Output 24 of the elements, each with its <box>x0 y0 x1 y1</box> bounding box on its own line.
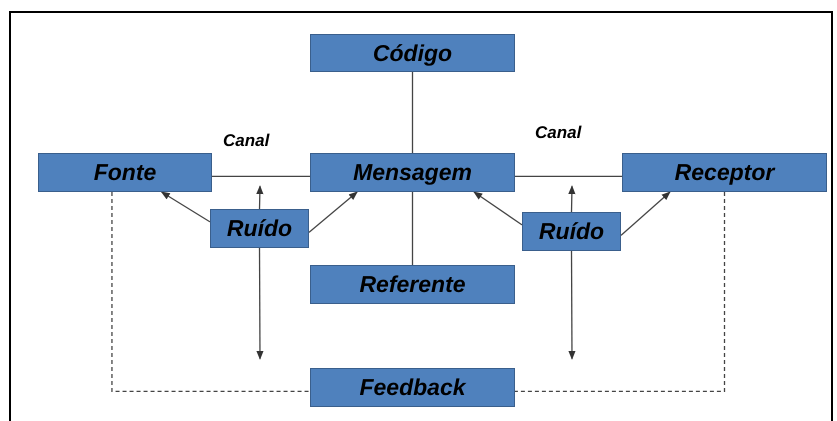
arrow <box>256 248 264 360</box>
connector-line <box>412 72 414 153</box>
concept-box: Ruído <box>210 209 309 248</box>
concept-box: Ruído <box>522 212 621 251</box>
connector-line <box>212 176 310 178</box>
dashed-connector <box>111 192 310 392</box>
channel-label: Canal <box>223 131 270 151</box>
concept-box: Receptor <box>622 153 827 192</box>
arrow <box>568 185 576 212</box>
concept-box: Referente <box>310 265 515 304</box>
arrow <box>308 191 358 233</box>
concept-box: Feedback <box>310 368 515 407</box>
connector-line <box>412 192 414 265</box>
concept-box: Código <box>310 34 515 72</box>
arrow <box>473 191 522 226</box>
concept-box: Fonte <box>38 153 212 192</box>
channel-label: Canal <box>535 123 582 143</box>
arrow <box>568 251 576 360</box>
concept-box: Mensagem <box>310 153 515 192</box>
arrow <box>256 185 264 210</box>
connector-line <box>515 176 622 178</box>
arrow <box>620 191 671 236</box>
arrow <box>160 191 210 222</box>
dashed-connector <box>515 192 726 392</box>
